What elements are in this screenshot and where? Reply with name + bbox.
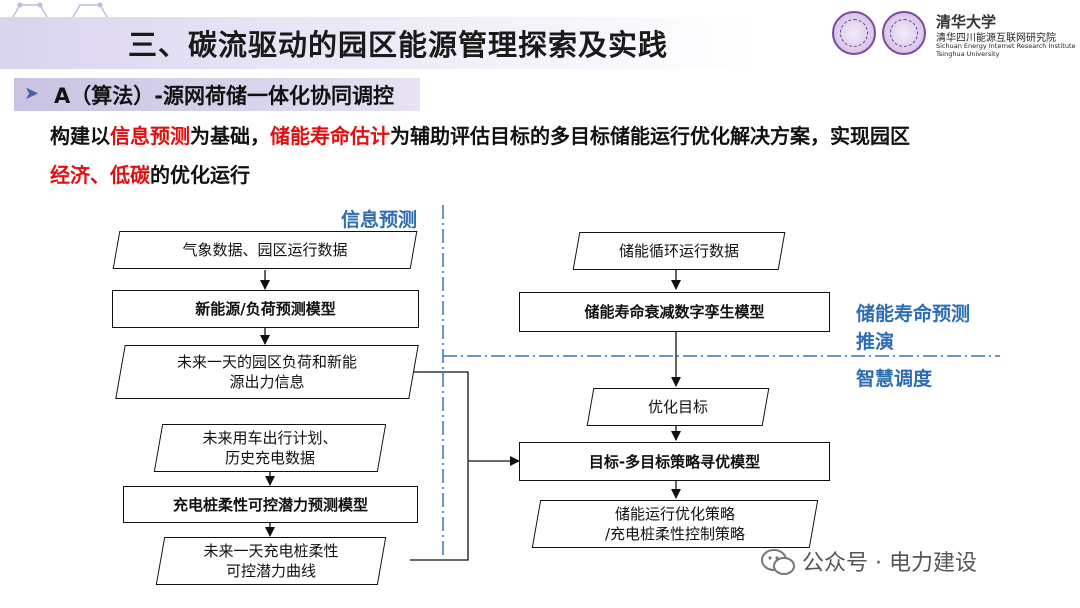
box-new-energy-model: 新能源/负荷预测模型 <box>195 300 336 318</box>
watermark-text: 公众号 · 电力建设 <box>802 551 977 576</box>
intro-text: 为辅助评估目标的多目标储能运行优化解决方案，实现园区 <box>390 124 910 148</box>
intro-text: 的优化运行 <box>150 163 250 187</box>
box-charger-curve: 未来一天充电桩柔性 可控潜力曲线 <box>203 542 339 580</box>
box-multi-obj-model: 目标-多目标策略寻优模型 <box>588 452 761 471</box>
institute-seal-logo <box>882 11 926 55</box>
box-storage-strategy: 储能运行优化策略 /充电桩柔性控制策略 <box>604 505 746 543</box>
box-storage-twin-shape <box>519 292 830 332</box>
box-future-load: 未来一天的园区负荷和新能 源出力信息 <box>176 353 357 391</box>
box-weather-data: 气象数据、园区运行数据 <box>182 241 348 259</box>
box-opt-goal: 优化目标 <box>647 398 708 416</box>
section-title: A（算法）-源网荷储一体化协同调控 <box>54 84 394 108</box>
wechat-icon <box>761 549 795 575</box>
box-new-energy-model-shape <box>112 290 419 328</box>
box-storage-twin: 储能寿命衰减数字孪生模型 <box>584 303 765 321</box>
label-info-predict: 信息预测 <box>341 209 418 231</box>
institute-name-en-line2: Tsinghua University <box>936 50 1000 58</box>
label-smart-dispatch: 智慧调度 <box>856 368 933 390</box>
intro-highlight: 信息预测 <box>110 124 190 148</box>
box-ev-plan: 未来用车出行计划、 历史充电数据 <box>202 429 338 467</box>
intro-highlight: 经济、低碳 <box>50 163 150 187</box>
box-storage-cycle: 储能循环运行数据 <box>618 242 739 260</box>
label-storage-life-line2: 推演 <box>856 331 895 353</box>
section-arrow-icon: ➤ <box>24 83 40 104</box>
box-charger-model-shape <box>123 486 418 523</box>
intro-text: 为基础， <box>190 124 270 148</box>
intro-text: 构建以 <box>50 124 110 148</box>
box-multi-obj-model-shape <box>519 442 830 481</box>
page-title: 三、碳流驱动的园区能源管理探索及实践 <box>128 28 669 62</box>
intro-line-2: 经济、低碳的优化运行 <box>50 159 250 188</box>
intro-highlight: 储能寿命估计 <box>270 124 390 148</box>
institute-name-cn: 清华四川能源互联网研究院 <box>936 33 1056 44</box>
title-bar-background <box>0 17 760 69</box>
box-charger-model: 充电桩柔性可控潜力预测模型 <box>172 495 368 514</box>
section-bar-background <box>14 78 420 111</box>
tsinghua-calligraphy-logo: 清华大学 <box>936 13 997 31</box>
intro-line-1: 构建以信息预测为基础，储能寿命估计为辅助评估目标的多目标储能运行优化解决方案，实… <box>50 120 910 149</box>
tsinghua-seal-logo <box>832 11 876 55</box>
label-storage-life-line1: 储能寿命预测 <box>856 303 971 325</box>
institute-name-en-line1: Sichuan Energy Internet Research Institu… <box>936 42 1076 50</box>
